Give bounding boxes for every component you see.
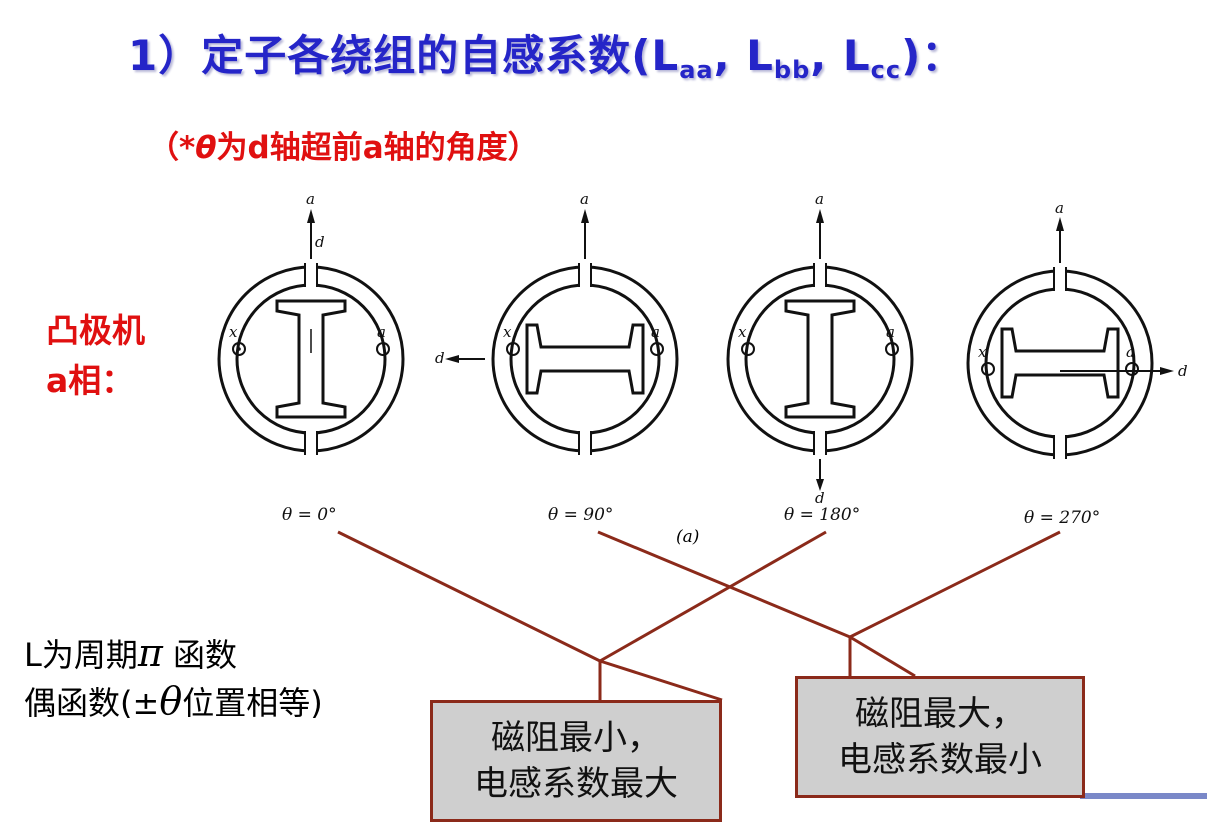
machine-theta-90: a d x a <box>435 190 679 455</box>
callout-connectors <box>337 530 1061 702</box>
inductance-note: L为周期π 函数 偶函数(±θ位置相等) <box>24 631 323 723</box>
footer-rule <box>1080 793 1207 799</box>
caption-theta-180: θ = 180° <box>784 505 861 525</box>
axis-d-label: d <box>1178 362 1188 380</box>
slide-title: 1）定子各绕组的自感系数(Laa, Lbb, Lcc)： <box>128 31 965 84</box>
winding-x-label: x <box>978 343 987 361</box>
winding-x-label: x <box>503 323 512 341</box>
salient-pole-phase-a-label: 凸极机 a相： <box>46 311 145 400</box>
winding-x-label: x <box>229 323 238 341</box>
caption-theta-0: θ = 0° <box>282 505 337 525</box>
winding-x-label: x <box>738 323 747 341</box>
callout-min-reluctance: 磁阻最小， 电感系数最大 <box>430 700 722 822</box>
machine-theta-0: a d x a <box>217 190 405 455</box>
axis-d-label: d <box>315 233 325 251</box>
winding-a-label: a <box>651 323 660 341</box>
callout-max-reluctance: 磁阻最大， 电感系数最小 <box>795 676 1085 798</box>
machine-theta-270: a d x a <box>966 199 1188 459</box>
machine-theta-180: a d x a <box>726 190 914 507</box>
axis-a-label: a <box>580 190 589 208</box>
caption-theta-90: θ = 90° <box>548 505 614 525</box>
slide-subtitle: （*θ为d轴超前a轴的角度） <box>148 130 539 166</box>
axis-a-label: a <box>306 190 315 208</box>
axis-d-label: d <box>815 489 825 507</box>
axis-a-label: a <box>1055 199 1064 217</box>
caption-theta-270: θ = 270° <box>1024 508 1101 528</box>
winding-a-label: a <box>886 323 895 341</box>
axis-a-label: a <box>815 190 824 208</box>
winding-a-label: a <box>1126 343 1135 361</box>
axis-d-label: d <box>435 349 445 367</box>
winding-a-label: a <box>377 323 386 341</box>
figure-subcaption: (a) <box>676 527 700 547</box>
